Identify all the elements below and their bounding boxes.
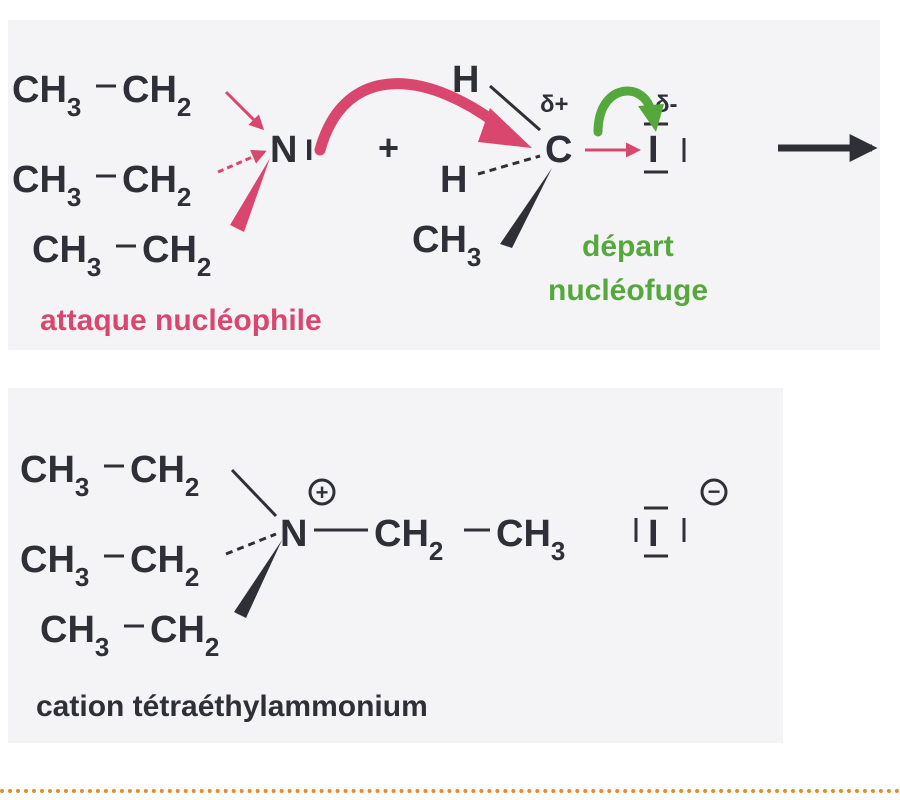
bond-p-ethyl3-n-wedge [234,540,282,618]
label-nucleophilic-attack: attaque nucléophile [40,304,322,337]
bond-ethyl3-n-wedge [230,158,270,232]
svg-text:CH2: CH2 [122,69,191,122]
svg-text:CH2: CH2 [130,539,199,592]
chain-ch3: CH [496,513,551,555]
svg-text:CH2: CH2 [150,609,219,662]
plus-charge-circle [308,478,336,506]
nitrogen-lone-pair: I [305,134,313,167]
svg-text:CH2: CH2 [142,229,211,282]
bond-h-left-c [477,154,541,176]
bond-ch3-c-wedge [500,168,552,248]
departure-arrowhead [638,104,664,132]
product-ethyl-group-3: CH3 CH2 [40,609,219,662]
svg-text:CH2: CH2 [374,513,443,566]
attack-arrow [314,78,511,156]
label-departure-line2: nucléofuge [548,274,708,307]
carbon-atom: C [545,129,572,171]
minus-charge: − [708,479,721,504]
bond-p-ethyl1-n [230,468,278,518]
h-atom-left: H [440,159,467,201]
plus-sign: + [378,127,399,168]
product-ethyl-group-1: CH3 CH2 [20,449,199,502]
ethyl-group-1: CH3 CH2 [12,69,191,122]
iodide-atom: I [648,513,659,555]
methyl-ch: CH [412,219,467,261]
chain-ch2-sub: 2 [429,536,443,566]
reaction-panel [8,20,880,350]
bond-p-ethyl2-n [225,532,277,556]
iodine-atom: I [648,129,659,171]
bond-ethyl1-n [224,90,265,131]
svg-text:CH3: CH3 [40,609,109,662]
svg-text:CH3: CH3 [412,219,481,272]
chain-ch3-sub: 3 [551,536,565,566]
chain-ch2: CH [374,513,429,555]
methyl-sub: 3 [467,242,481,272]
svg-text:CH2: CH2 [122,159,191,212]
page-divider [0,789,900,793]
ethyl-group-2: CH3 CH2 [12,159,191,212]
delta-plus: δ+ [540,91,569,118]
svg-text:CH3: CH3 [12,159,81,212]
product-ethyl-group-2: CH3 CH2 [20,539,199,592]
product-nitrogen-atom: N [280,513,307,555]
svg-text:CH3: CH3 [20,449,89,502]
nitrogen-atom: N [270,129,297,171]
svg-text:CH2: CH2 [130,449,199,502]
h-atom-top: H [452,59,479,101]
plus-charge: + [316,480,329,505]
svg-text:CH3: CH3 [496,513,565,566]
attack-arrowhead [478,108,532,148]
product-label: cation tétraéthylammonium [36,690,428,723]
bond-ethyl2-n [217,149,267,174]
svg-text:CH3: CH3 [20,539,89,592]
minus-charge-circle [700,478,728,506]
svg-text:CH3: CH3 [12,69,81,122]
product-panel [8,388,783,743]
label-departure-line1: départ [582,230,674,263]
svg-text:CH3: CH3 [32,229,101,282]
ethyl-group-3: CH3 CH2 [32,229,211,282]
bond-h-top-c [489,84,541,132]
